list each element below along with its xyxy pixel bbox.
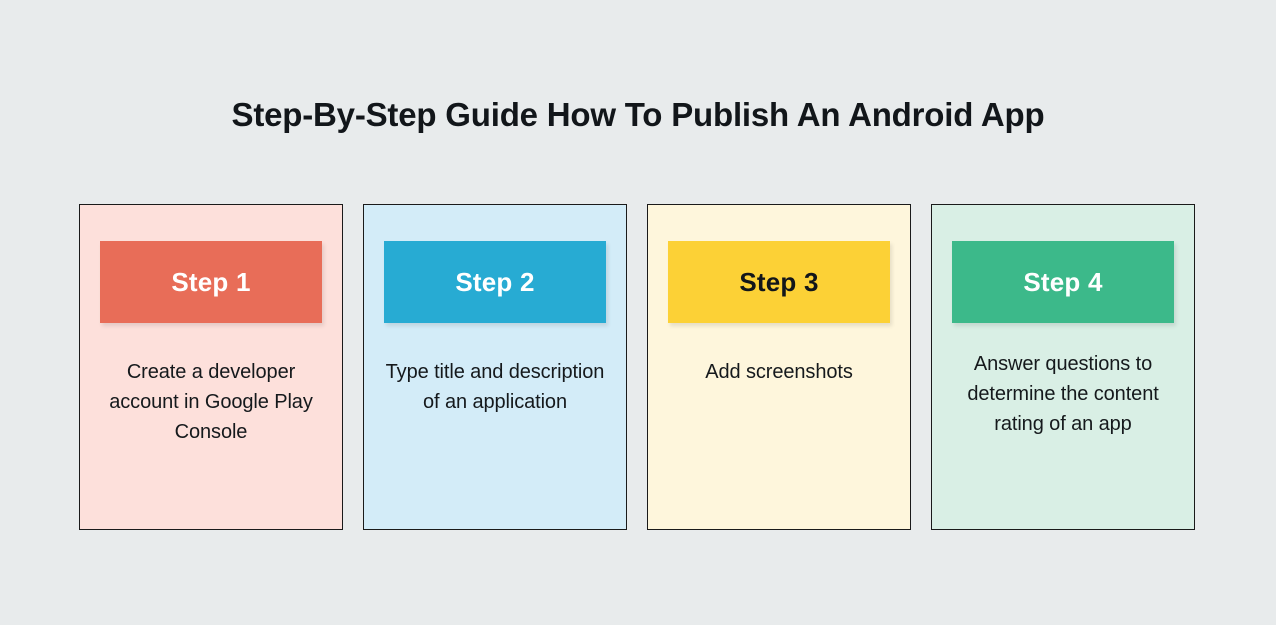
step-banner-1: Step 1 bbox=[100, 241, 322, 323]
step-banner-4: Step 4 bbox=[952, 241, 1174, 323]
step-card-4: Step 4 Answer questions to determine the… bbox=[931, 204, 1195, 530]
step-description-1: Create a developer account in Google Pla… bbox=[109, 361, 313, 443]
step-description-3: Add screenshots bbox=[705, 361, 853, 383]
steps-container: Step 1 Create a developer account in Goo… bbox=[79, 204, 1197, 530]
step-label-1: Step 1 bbox=[171, 267, 251, 297]
step-description-2: Type title and description of an applica… bbox=[385, 361, 605, 413]
step-label-2: Step 2 bbox=[455, 267, 535, 297]
step-description-4: Answer questions to determine the conten… bbox=[967, 353, 1159, 435]
step-card-1: Step 1 Create a developer account in Goo… bbox=[79, 204, 343, 530]
step-card-3: Step 3 Add screenshots bbox=[647, 204, 911, 530]
page-title: Step-By-Step Guide How To Publish An And… bbox=[231, 96, 1045, 133]
step-banner-2: Step 2 bbox=[384, 241, 606, 323]
step-label-4: Step 4 bbox=[1023, 267, 1103, 297]
step-label-3: Step 3 bbox=[739, 267, 819, 297]
step-banner-3: Step 3 bbox=[668, 241, 890, 323]
step-card-2: Step 2 Type title and description of an … bbox=[363, 204, 627, 530]
